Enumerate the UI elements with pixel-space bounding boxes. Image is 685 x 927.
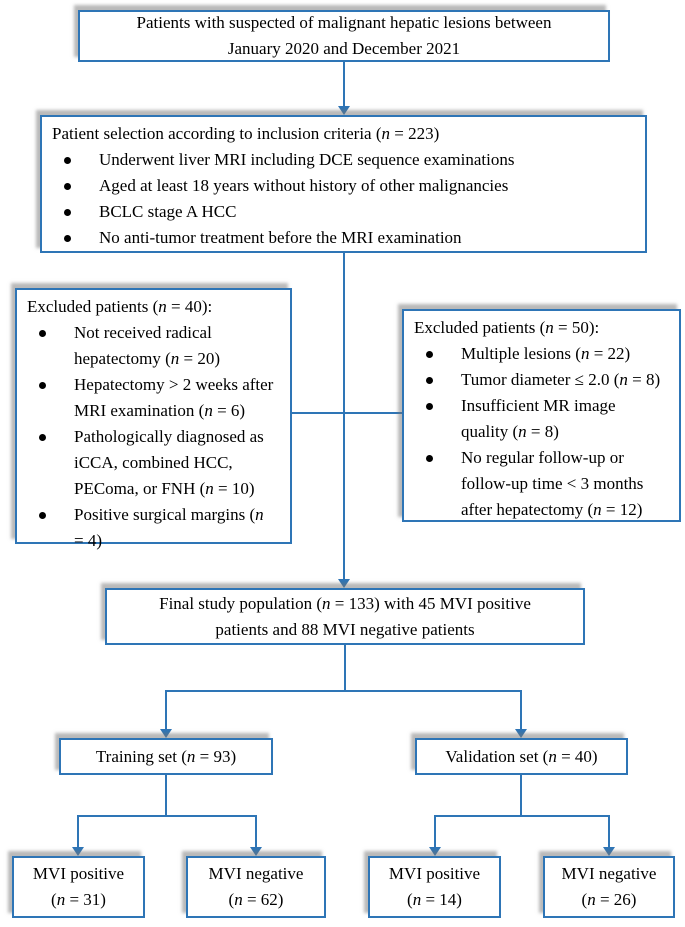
excluded-right-bullet-text: Insufficient MR image quality (n = 8)	[461, 396, 616, 441]
inclusion-bullet-item: No anti-tumor treatment before the MRI e…	[52, 225, 641, 251]
box-training-mvi-negative: MVI negative (n = 62)	[186, 856, 326, 918]
line-to-training-mvi-positive	[77, 816, 79, 849]
line-to-validation-mvi-negative	[608, 816, 610, 849]
bullet-icon	[39, 382, 46, 389]
inclusion-bullet-item: BCLC stage A HCC	[52, 199, 641, 225]
inclusion-bullet-text: No anti-tumor treatment before the MRI e…	[99, 228, 462, 247]
box-training-mvi-positive: MVI positive (n = 31)	[12, 856, 145, 918]
arrowhead-validation-icon	[515, 729, 527, 738]
line-split-to-validation	[520, 691, 522, 731]
excluded-right-bullet-item: Tumor diameter ≤ 2.0 (n = 8)	[414, 367, 675, 393]
line-to-training-mvi-negative	[255, 816, 257, 849]
excluded-left-title: Excluded patients (n = 40):	[27, 297, 213, 316]
training-mvi-negative-text: MVI negative (n = 62)	[208, 864, 304, 909]
excluded-right-bullet-text: No regular follow-up or follow-up time <…	[461, 448, 644, 519]
box-inclusion-criteria: Patient selection according to inclusion…	[40, 115, 647, 253]
arrowhead-training-icon	[160, 729, 172, 738]
excluded-right-bullet-item: No regular follow-up or follow-up time <…	[414, 445, 675, 523]
box-final-population: Final study population (n = 133) with 45…	[105, 588, 585, 645]
final-population-text: Final study population (n = 133) with 45…	[159, 593, 531, 639]
excluded-left-bullet-item: Hepatectomy > 2 weeks after MRI examinat…	[27, 372, 286, 424]
bullet-icon	[64, 183, 71, 190]
line-final-split-horizontal	[165, 690, 522, 692]
excluded-left-bullet-text: Positive surgical margins (n = 4)	[74, 505, 264, 550]
inclusion-title: Patient selection according to inclusion…	[52, 124, 440, 143]
validation-mvi-positive-text: MVI positive (n = 14)	[388, 864, 481, 909]
excluded-left-bullet-item: Positive surgical margins (n = 4)	[27, 502, 286, 554]
suspected-patients-text: Patients with suspected of malignant hep…	[136, 13, 552, 58]
box-training-set: Training set (n = 93)	[59, 738, 273, 775]
inclusion-bullet-text: Underwent liver MRI including DCE sequen…	[99, 150, 515, 169]
excluded-left-bullet-item: Pathologically diagnosed as iCCA, combin…	[27, 424, 286, 502]
box-suspected-patients: Patients with suspected of malignant hep…	[78, 10, 610, 62]
bullet-icon	[426, 351, 433, 358]
bullet-icon	[64, 157, 71, 164]
arrowhead-training-mvi-negative-icon	[250, 847, 262, 856]
line-validation-split-stem	[520, 775, 522, 817]
validation-set-text: Validation set (n = 40)	[445, 746, 598, 766]
validation-mvi-negative-text: MVI negative (n = 26)	[561, 864, 657, 909]
box-excluded-left: Excluded patients (n = 40): Not received…	[15, 288, 292, 550]
bullet-icon	[64, 235, 71, 242]
box-validation-mvi-negative: MVI negative (n = 26)	[543, 856, 675, 918]
connector-exclusion-boxes	[291, 412, 402, 414]
bullet-icon	[39, 512, 46, 519]
arrowhead-training-mvi-positive-icon	[72, 847, 84, 856]
excluded-right-bullet-text: Multiple lesions (n = 22)	[461, 344, 631, 363]
excluded-right-bullet-text: Tumor diameter ≤ 2.0 (n = 8)	[461, 370, 661, 389]
line-training-split-horizontal	[77, 815, 257, 817]
excluded-left-bullet-text: Pathologically diagnosed as iCCA, combin…	[74, 427, 264, 498]
inclusion-bullet-text: Aged at least 18 years without history o…	[99, 176, 509, 195]
box-excluded-right: Excluded patients (n = 50): Multiple les…	[402, 309, 681, 522]
excluded-right-bullet-item: Multiple lesions (n = 22)	[414, 341, 675, 367]
box-validation-mvi-positive: MVI positive (n = 14)	[368, 856, 501, 918]
line-suspected-to-inclusion	[343, 62, 345, 107]
arrowhead-validation-mvi-negative-icon	[603, 847, 615, 856]
line-to-validation-mvi-positive	[434, 816, 436, 849]
excluded-left-bullet-item: Not received radical hepatectomy (n = 20…	[27, 320, 286, 372]
line-split-to-training	[165, 691, 167, 731]
excluded-right-bullet-item: Insufficient MR image quality (n = 8)	[414, 393, 675, 445]
arrowhead-validation-mvi-positive-icon	[429, 847, 441, 856]
line-validation-split-horizontal	[434, 815, 610, 817]
bullet-icon	[426, 403, 433, 410]
line-training-split-stem	[165, 775, 167, 817]
bullet-icon	[39, 330, 46, 337]
excluded-left-bullet-text: Not received radical hepatectomy (n = 20…	[74, 323, 221, 368]
inclusion-bullet-text: BCLC stage A HCC	[99, 202, 237, 221]
bullet-icon	[64, 209, 71, 216]
inclusion-bullet-item: Underwent liver MRI including DCE sequen…	[52, 147, 641, 173]
bullet-icon	[39, 434, 46, 441]
training-mvi-positive-text: MVI positive (n = 31)	[32, 864, 125, 909]
arrowhead-final-icon	[338, 579, 350, 588]
line-final-split-stem	[344, 645, 346, 692]
bullet-icon	[426, 377, 433, 384]
excluded-left-bullet-text: Hepatectomy > 2 weeks after MRI examinat…	[74, 375, 274, 420]
line-inclusion-to-final	[343, 253, 345, 580]
box-validation-set: Validation set (n = 40)	[415, 738, 628, 775]
inclusion-bullet-item: Aged at least 18 years without history o…	[52, 173, 641, 199]
bullet-icon	[426, 455, 433, 462]
arrowhead-inclusion-icon	[338, 106, 350, 115]
excluded-right-title: Excluded patients (n = 50):	[414, 318, 600, 337]
training-set-text: Training set (n = 93)	[95, 746, 237, 766]
